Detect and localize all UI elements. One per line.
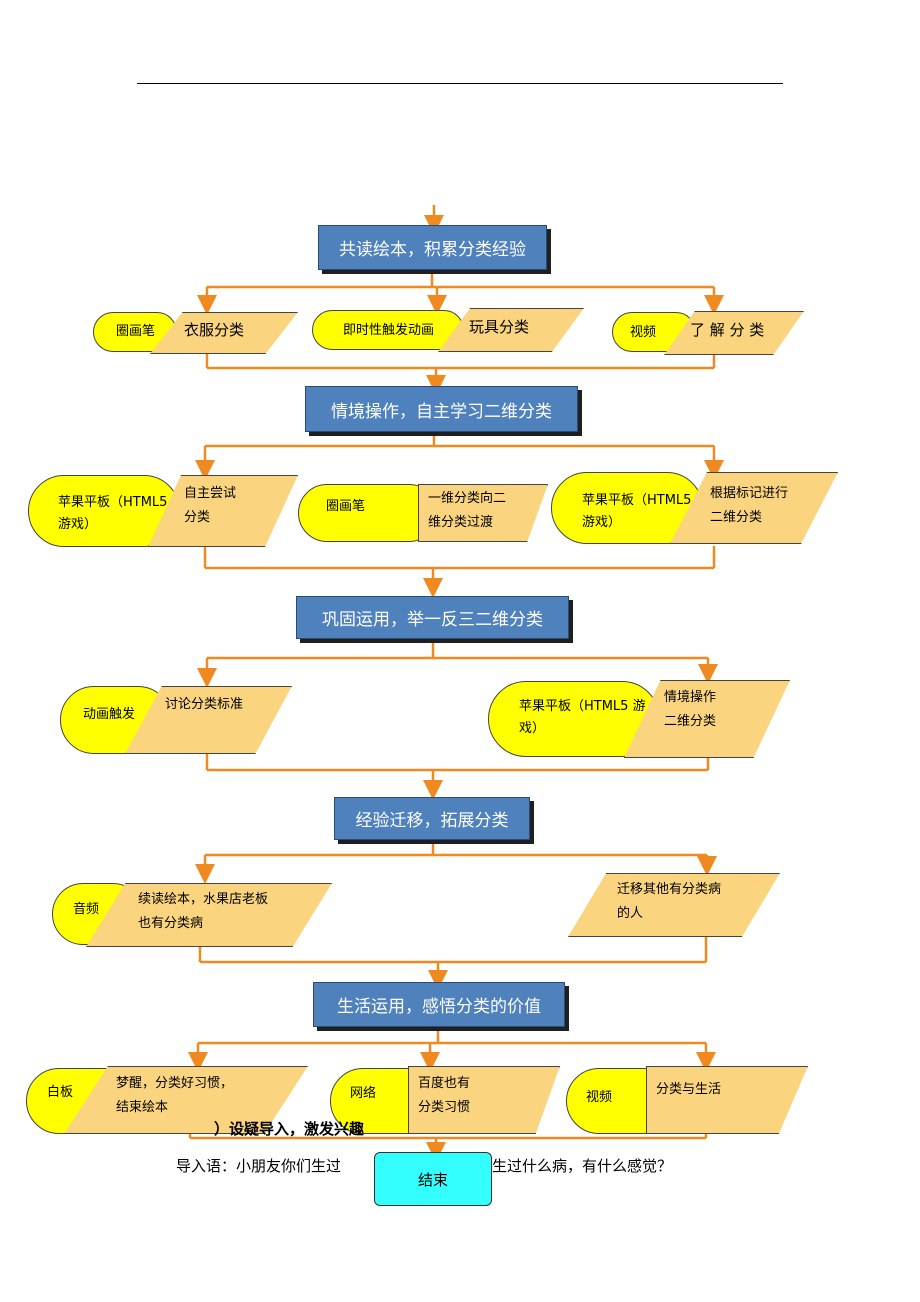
task-line-1: 根据标记进行 — [710, 486, 789, 501]
stage-box-4: 经验迁移，拓展分类 — [334, 797, 530, 840]
task-label: 迁移其他有分类病的人 — [617, 878, 721, 926]
tool-line-2: 游戏） — [58, 517, 98, 532]
task-line-2: 的人 — [617, 906, 644, 921]
task-line-1: 百度也有 — [418, 1076, 471, 1091]
task-label: 百度也有分类习惯 — [418, 1072, 470, 1120]
tool-label: 视频 — [630, 325, 657, 340]
task-line-1: 一维分类向二 — [428, 491, 507, 506]
task-label: 讨论分类标准 — [165, 697, 244, 712]
stage-box-2: 情境操作，自主学习二维分类 — [305, 386, 578, 432]
tool-label: 苹果平板（HTML5 游戏） — [519, 696, 646, 740]
intro-text-left: 导入语：小朋友你们生过 — [176, 1157, 342, 1175]
tool-label: 白板 — [47, 1085, 74, 1100]
task-label: 了 解 分 类 — [690, 321, 765, 339]
task-label: 一维分类向二维分类过渡 — [428, 487, 506, 535]
task-line-2: 二维分类 — [664, 714, 717, 729]
task-parallelogram — [568, 873, 780, 937]
tool-line-1: 苹果平板（HTML5 — [582, 493, 692, 508]
tool-line-2: 戏） — [519, 721, 546, 736]
tool-pill — [312, 310, 464, 350]
end-box: 结束 — [374, 1152, 492, 1206]
task-line-1: 自主尝试 — [184, 486, 237, 501]
task-line-1: 情境操作 — [664, 690, 717, 705]
task-line-2: 结束绘本 — [116, 1100, 169, 1115]
stage-box-5: 生活运用，感悟分类的价值 — [313, 982, 565, 1027]
tool-label: 音频 — [73, 902, 100, 917]
tool-label: 即时性触发动画 — [343, 323, 435, 338]
tool-label: 视频 — [586, 1090, 613, 1105]
stage-box-3: 巩固运用，举一反三二维分类 — [296, 596, 569, 639]
task-parallelogram — [646, 1066, 808, 1134]
task-label: 衣服分类 — [184, 321, 245, 339]
tool-label: 网络 — [350, 1086, 377, 1101]
tool-line-1: 苹果平板（HTML5 — [58, 495, 168, 510]
task-parallelogram — [86, 883, 332, 947]
task-label: 梦醒，分类好习惯， 结束绘本 — [116, 1072, 233, 1120]
tool-label: 圈画笔 — [326, 499, 366, 514]
tool-line-1: 苹果平板（HTML5 游 — [519, 699, 646, 714]
task-line-2: 二维分类 — [710, 510, 763, 525]
task-line-1: 迁移其他有分类病 — [617, 882, 722, 897]
task-line-2: 维分类过渡 — [428, 515, 494, 530]
section-heading: ）设疑导入，激发兴趣 — [214, 1120, 365, 1138]
task-line-2: 也有分类病 — [138, 916, 204, 931]
task-label: 自主尝试分类 — [184, 482, 236, 530]
tool-label: 苹果平板（HTML5 游戏） — [582, 490, 691, 534]
header-rule — [137, 83, 783, 84]
task-label: 续读绘本，水果店老板也有分类病 — [138, 888, 268, 936]
tool-label: 苹果平板（HTML5 游戏） — [58, 492, 167, 536]
stage-box-1: 共读绘本，积累分类经验 — [318, 225, 547, 270]
tool-label: 圈画笔 — [116, 324, 156, 339]
task-line-2: 分类习惯 — [418, 1100, 471, 1115]
task-parallelogram — [418, 484, 548, 542]
task-label: 根据标记进行二维分类 — [710, 482, 788, 530]
intro-text-right: 生过什么病，有什么感觉？ — [492, 1157, 673, 1175]
task-line-2: 分类 — [184, 510, 211, 525]
task-label: 玩具分类 — [469, 318, 530, 336]
tool-label: 动画触发 — [83, 707, 136, 722]
task-line-1: 梦醒，分类好习惯， — [116, 1076, 234, 1091]
task-label: 分类与生活 — [656, 1082, 722, 1097]
tool-pill — [298, 484, 438, 542]
tool-line-2: 游戏） — [582, 515, 622, 530]
task-label: 情境操作二维分类 — [664, 686, 716, 734]
task-line-1: 续读绘本，水果店老板 — [138, 892, 269, 907]
